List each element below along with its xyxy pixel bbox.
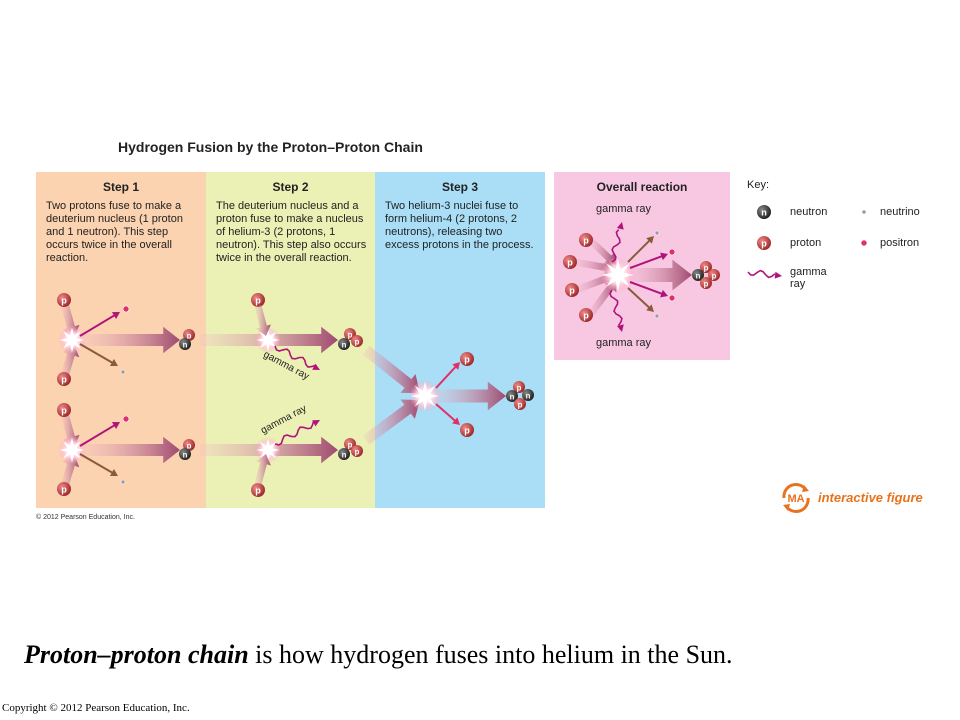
step2-description: The deuterium nucleus and a proton fuse … (216, 200, 367, 264)
caption-emphasis: Proton–proton chain (24, 640, 249, 669)
key-positron-label: positron (880, 237, 920, 249)
ma-logo-icon: MA (782, 483, 810, 513)
step3-title: Step 3 (441, 180, 478, 194)
ma-logo-initials: MA (787, 493, 804, 505)
step1-panel: Step 1 Two protons fuse to make a deuter… (36, 172, 206, 508)
key-gamma-ray-icon (747, 269, 782, 279)
svg-text:n: n (761, 208, 767, 218)
caption-rest: is how hydrogen fuses into helium in the… (248, 640, 733, 669)
step3-description: Two helium-3 nuclei fuse to form helium-… (385, 200, 534, 251)
key-neutron-icon: n (757, 205, 771, 219)
step1-description: Two protons fuse to make a deuterium nuc… (46, 200, 183, 264)
key-proton-label: proton (790, 237, 822, 249)
step2-panel: Step 2 The deuterium nucleus and a proto… (206, 172, 375, 508)
figure-title: Hydrogen Fusion by the Proton–Proton Cha… (118, 139, 423, 155)
svg-text:p: p (761, 239, 767, 249)
step2-title: Step 2 (272, 180, 309, 194)
interactive-figure-label: interactive figure (818, 490, 923, 505)
key-gamma-ray-label: gamma ray (790, 266, 827, 290)
figure-copyright: © 2012 Pearson Education, Inc. (36, 514, 135, 521)
overall-gamma-ray-bottom-label: gamma ray (596, 337, 652, 349)
key-title: Key: (747, 179, 770, 191)
key-proton-icon: p (757, 236, 771, 250)
slide-copyright: Copyright © 2012 Pearson Education, Inc. (2, 702, 190, 714)
overall-gamma-ray-top-label: gamma ray (596, 203, 652, 215)
slide-caption: Proton–proton chain is how hydrogen fuse… (24, 640, 944, 670)
step3-panel: Step 3 Two helium-3 nuclei fuse to form … (375, 172, 545, 508)
interactive-figure-badge[interactable]: MA interactive figure (778, 481, 938, 515)
overall-reaction-title: Overall reaction (596, 180, 688, 194)
key-positron-icon (860, 239, 868, 247)
key-neutron-label: neutron (790, 206, 828, 218)
key-neutrino-label: neutrino (880, 206, 920, 218)
step1-title: Step 1 (102, 180, 139, 194)
overall-reaction-panel: Overall reaction gamma ray gamma ray (554, 172, 730, 360)
key-neutrino-icon (861, 209, 867, 215)
